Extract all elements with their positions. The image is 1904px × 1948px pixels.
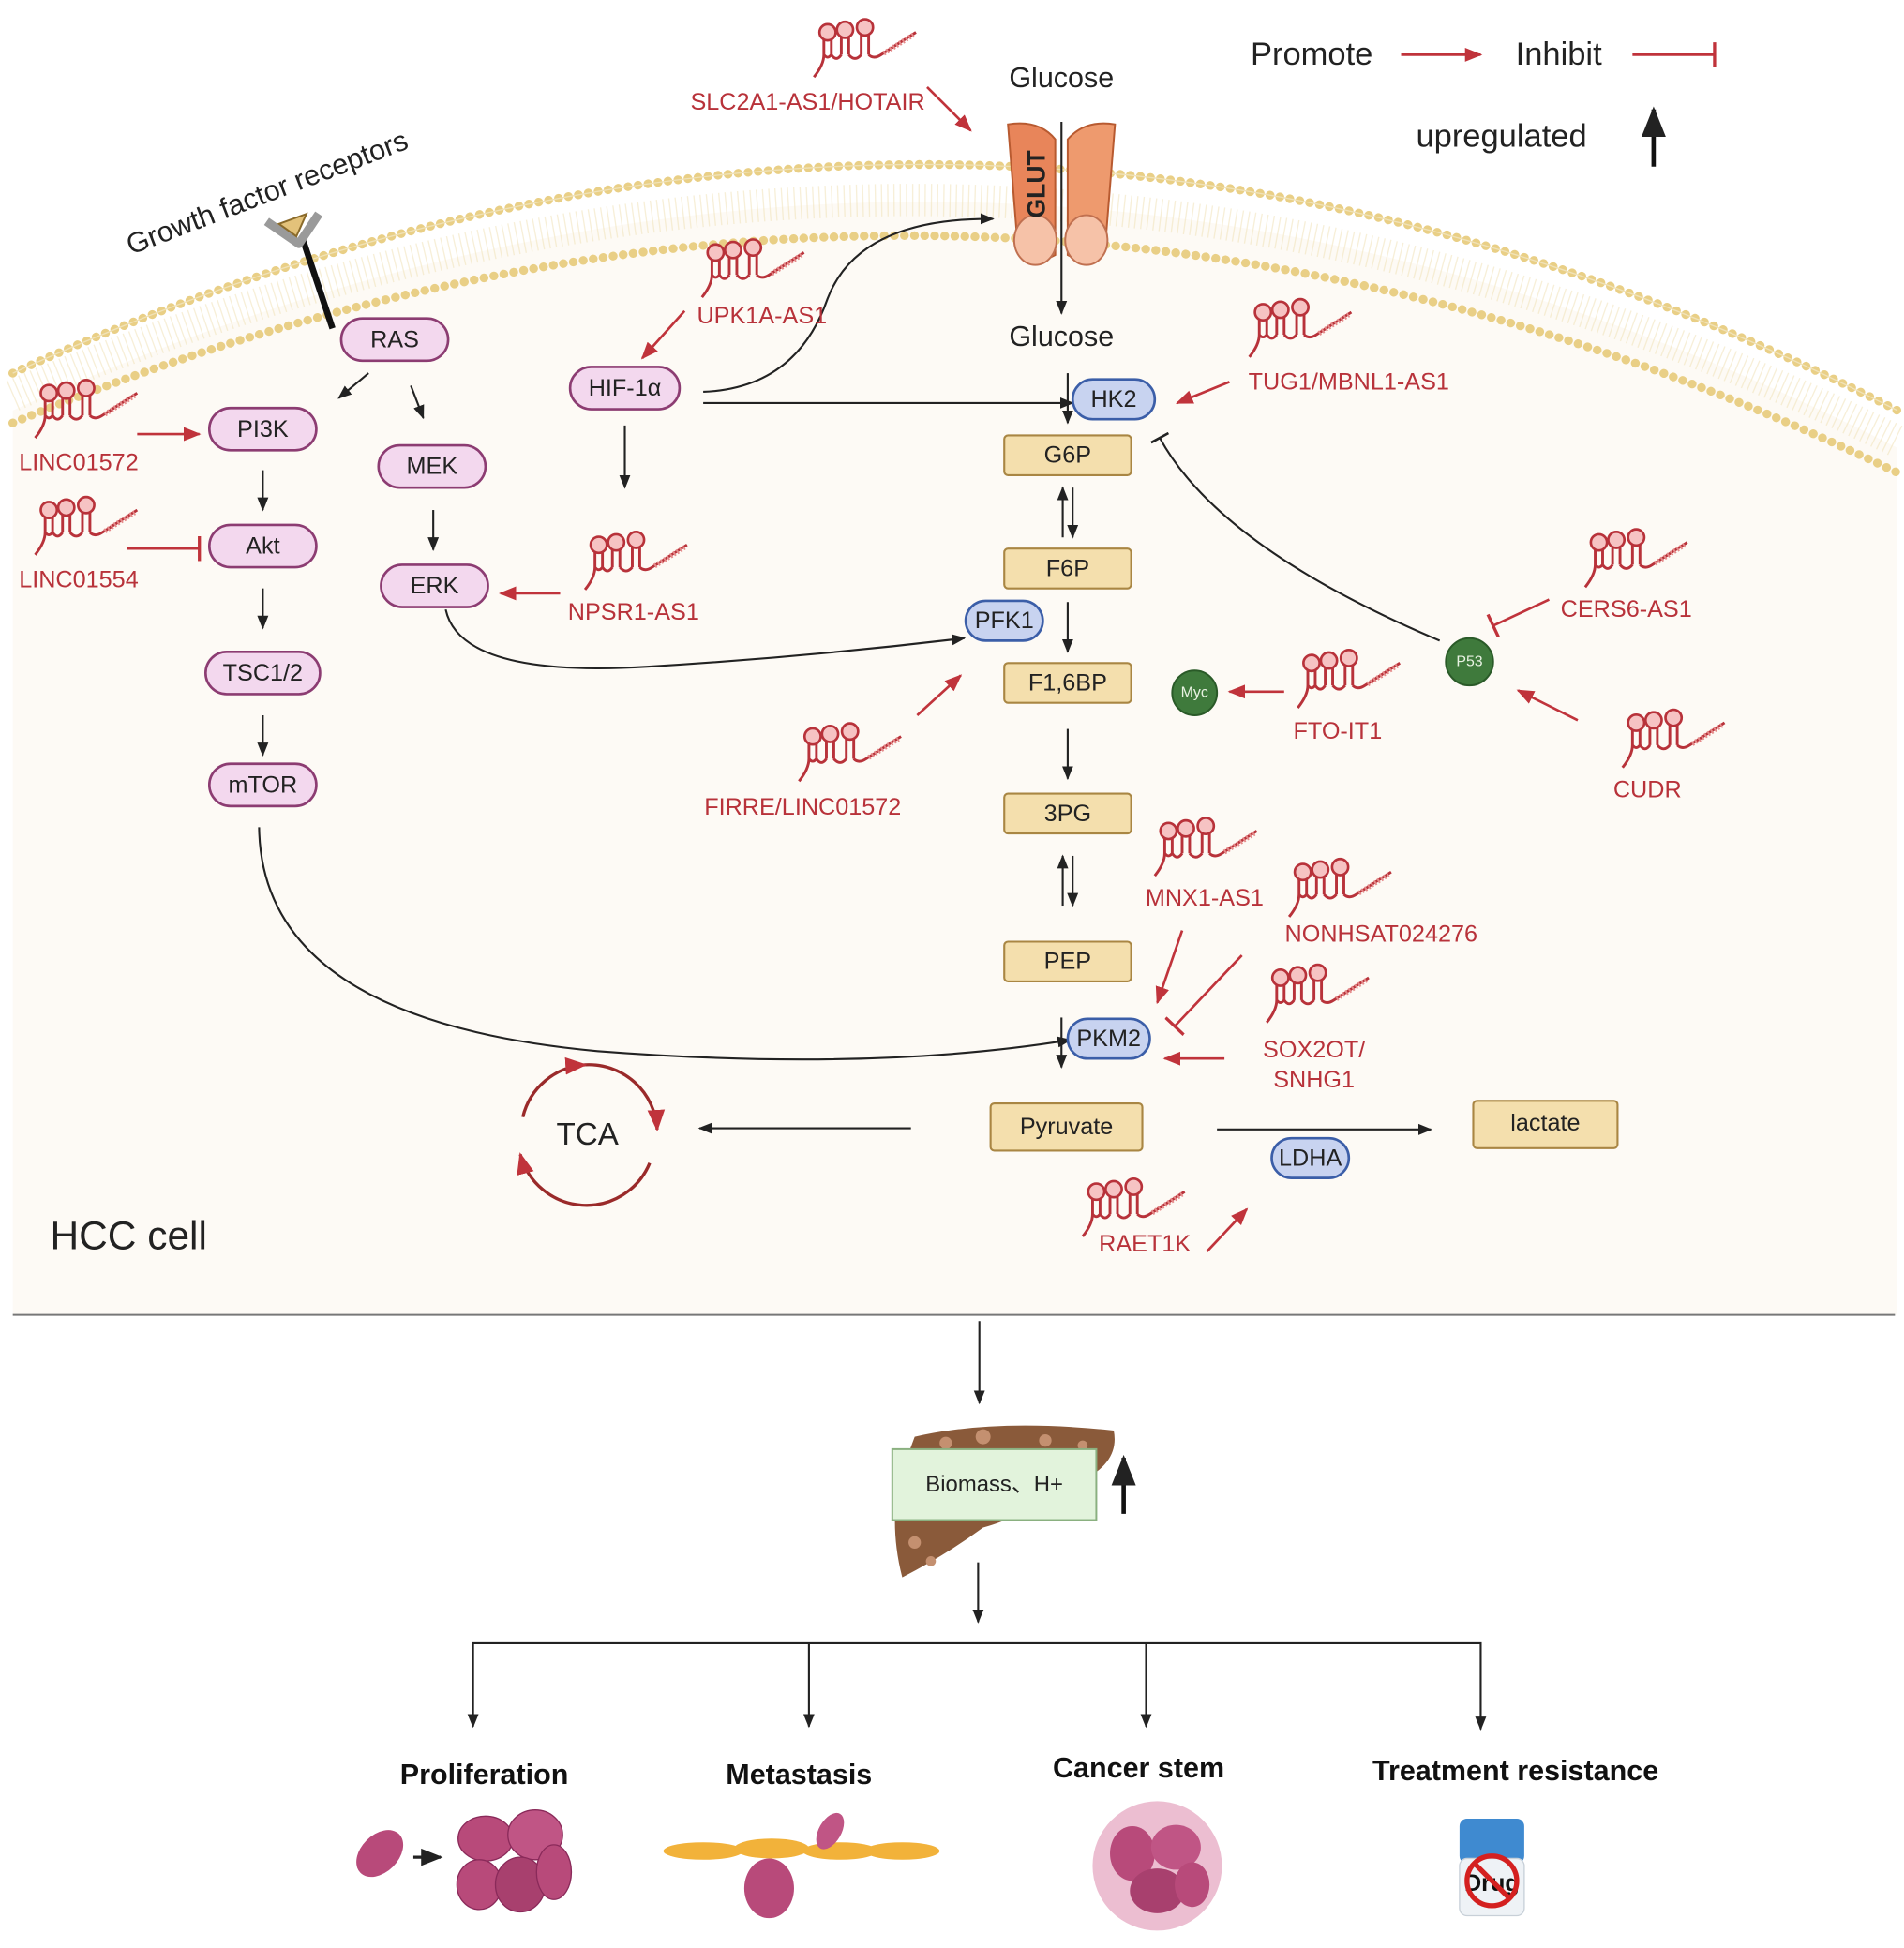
- lncrna-snhg1: SNHG1: [1273, 1067, 1355, 1093]
- enzyme-pfk1-label: PFK1: [975, 607, 1034, 634]
- node-mtor: mTOR: [207, 762, 318, 808]
- node-ras: RAS: [339, 317, 450, 363]
- lncrna-nonhsat024276: NONHSAT024276: [1285, 921, 1477, 947]
- node-tsc12-label: TSC1/2: [223, 660, 303, 686]
- node-ras-label: RAS: [370, 326, 419, 352]
- node-p53: P53: [1445, 637, 1494, 687]
- enzyme-hk2-label: HK2: [1090, 386, 1136, 412]
- metabolite-f6p-label: F6P: [1046, 555, 1089, 581]
- outcome-proliferation: Proliferation: [400, 1759, 569, 1791]
- node-hif1a: HIF-1α: [568, 366, 682, 411]
- metabolite-g6p-label: G6P: [1044, 442, 1091, 469]
- lncrna-cudr: CUDR: [1613, 777, 1682, 803]
- metabolite-f6p: F6P: [1003, 547, 1132, 590]
- metabolite-pyruvate-label: Pyruvate: [1020, 1114, 1113, 1140]
- signaling-nodes: RAS PI3K Akt TSC1/2 mTOR MEK ERK HIF-1α …: [204, 317, 1494, 808]
- lncrna-slc2a1-as1: SLC2A1-AS1/HOTAIR: [690, 89, 924, 115]
- metabolite-lactate-label: lactate: [1510, 1110, 1580, 1136]
- node-pi3k-label: PI3K: [237, 416, 289, 442]
- node-akt: Akt: [207, 523, 318, 569]
- lncrna-linc01554: LINC01554: [19, 566, 139, 592]
- pathway-arrows: [257, 213, 1441, 1135]
- cell-membrane: [6, 159, 1904, 477]
- metabolite-g6p: G6P: [1003, 434, 1132, 476]
- lncrna-upk1a-as1: UPK1A-AS1: [697, 303, 827, 329]
- proliferation-cells-icon: [356, 1809, 573, 1913]
- glut-transporter-icon: GLUT: [1007, 122, 1117, 266]
- metabolite-3pg: 3PG: [1003, 792, 1132, 835]
- node-mek-label: MEK: [407, 454, 458, 480]
- node-akt-label: Akt: [246, 533, 279, 560]
- enzyme-ldha: LDHA: [1270, 1136, 1351, 1179]
- lncrna-mnx1-as1: MNX1-AS1: [1146, 885, 1264, 911]
- metabolite-nodes: G6P F6P F1,6BP 3PG PEP Pyruvate lactate: [989, 434, 1619, 1152]
- node-pi3k: PI3K: [207, 406, 318, 452]
- metabolite-3pg-label: 3PG: [1044, 801, 1091, 827]
- node-mtor-label: mTOR: [228, 772, 297, 798]
- outcome-branches: [467, 1641, 1487, 1731]
- lncrna-hairpin-icon: [814, 20, 916, 78]
- metabolite-lactate: lactate: [1472, 1100, 1619, 1149]
- lncrna-npsr1-as1: NPSR1-AS1: [568, 599, 699, 625]
- enzyme-hk2: HK2: [1071, 378, 1157, 421]
- lncrna-sox2ot: SOX2OT/: [1263, 1037, 1365, 1063]
- biomass-label: Biomass、H+: [925, 1472, 1063, 1497]
- lncrna-cers6-as1: CERS6-AS1: [1561, 596, 1692, 622]
- lncrna-tug1: TUG1/MBNL1-AS1: [1249, 368, 1449, 395]
- enzyme-nodes: HK2 PFK1 PKM2 LDHA: [964, 378, 1351, 1179]
- receptor-icon: [299, 237, 336, 330]
- metabolite-f16bp: F1,6BP: [1003, 662, 1132, 704]
- legend: Promote Inhibit upregulated: [1251, 37, 1717, 167]
- biomass-box: Biomass、H+: [891, 1447, 1098, 1521]
- lncrna-linc01572: LINC01572: [19, 450, 139, 476]
- node-p53-label: P53: [1456, 653, 1482, 669]
- node-myc: Myc: [1171, 669, 1219, 716]
- glucose-extracellular: Glucose: [1009, 62, 1114, 94]
- outcome-cancer-stem: Cancer stem: [1053, 1752, 1224, 1784]
- metabolite-f16bp-label: F1,6BP: [1028, 669, 1107, 696]
- metabolite-pyruvate: Pyruvate: [989, 1101, 1144, 1152]
- cell-cytoplasm: [12, 202, 1897, 1315]
- drug-bottle-icon: Drug: [1459, 1818, 1525, 1917]
- outcome-metastasis: Metastasis: [726, 1759, 872, 1791]
- node-erk: ERK: [380, 563, 489, 608]
- glut-label: GLUT: [1023, 150, 1051, 217]
- enzyme-pfk1: PFK1: [964, 599, 1044, 642]
- lncrna-regulation-arrows: [127, 85, 1579, 1252]
- lncrna-firre: FIRRE/LINC01572: [704, 794, 901, 820]
- node-hif1a-label: HIF-1α: [589, 375, 662, 401]
- metabolite-pep-label: PEP: [1044, 949, 1091, 975]
- legend-promote: Promote: [1251, 37, 1372, 72]
- lncrna-raet1k: RAET1K: [1099, 1231, 1191, 1257]
- legend-upregulated: upregulated: [1416, 119, 1586, 155]
- node-myc-label: Myc: [1181, 685, 1208, 701]
- cancer-stem-cells-icon: [1092, 1801, 1222, 1931]
- tca-cycle: TCA: [517, 1056, 666, 1207]
- node-mek: MEK: [377, 443, 487, 489]
- glucose-intracellular: Glucose: [1009, 321, 1114, 352]
- enzyme-pkm2-label: PKM2: [1076, 1026, 1141, 1052]
- node-tsc12: TSC1/2: [204, 650, 322, 696]
- metastasis-cells-icon: [663, 1812, 940, 1919]
- legend-inhibit: Inhibit: [1516, 37, 1602, 72]
- enzyme-pkm2: PKM2: [1066, 1017, 1151, 1060]
- outcome-treatment-resistance: Treatment resistance: [1372, 1755, 1658, 1787]
- lncrna-labels: SLC2A1-AS1/HOTAIR UPK1A-AS1 LINC01572 LI…: [19, 89, 1692, 1257]
- tca-label: TCA: [557, 1117, 620, 1152]
- hcc-cell-label: HCC cell: [50, 1213, 206, 1257]
- enzyme-ldha-label: LDHA: [1279, 1145, 1342, 1171]
- metabolite-pep: PEP: [1003, 940, 1132, 983]
- lncrna-fto-it1: FTO-IT1: [1293, 718, 1382, 744]
- node-erk-label: ERK: [411, 573, 459, 599]
